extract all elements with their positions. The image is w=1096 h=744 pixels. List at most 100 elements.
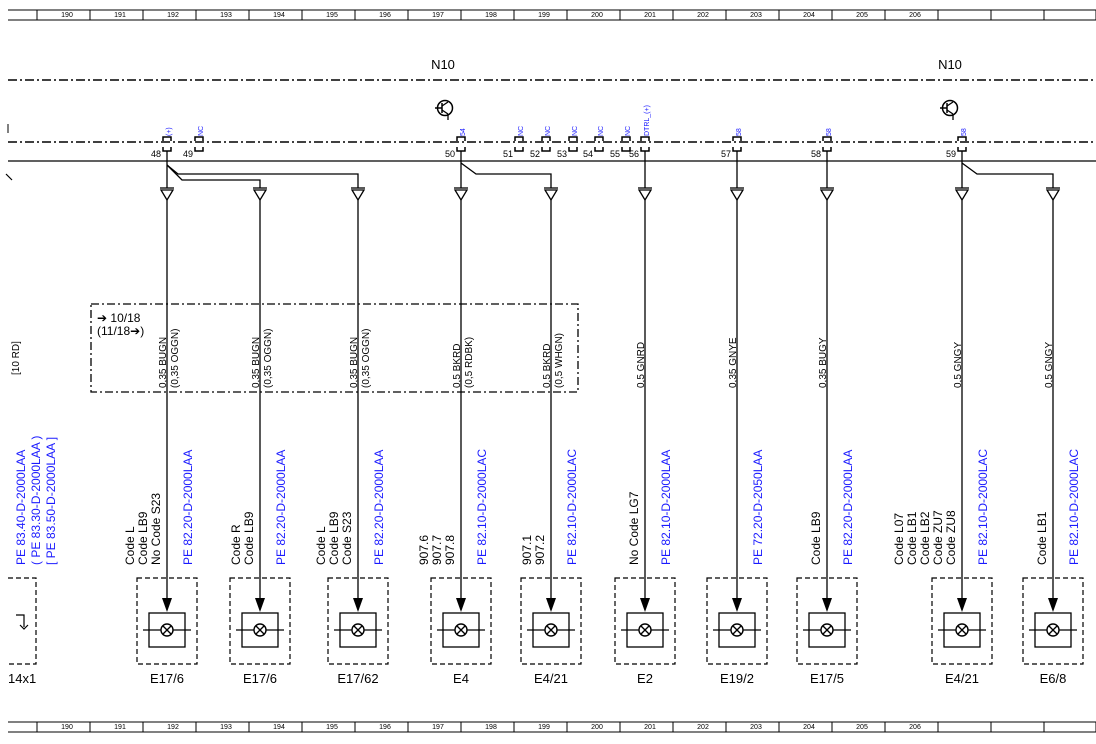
connector-marker <box>252 189 268 202</box>
ruler-number: 205 <box>856 724 868 731</box>
transistor-icon <box>435 99 454 120</box>
ruler-number: 196 <box>379 724 391 731</box>
wire-spec-alt: (0,35 OGGN) <box>361 329 372 388</box>
ref-link: PE 82.20-D-2000LAA <box>181 450 195 565</box>
wire-spec: 0,35 GNYE <box>728 337 739 388</box>
pin-bracket <box>568 136 578 141</box>
code-label: Code ZU8 <box>944 510 958 565</box>
ruler-number: 199 <box>538 724 550 731</box>
pin-bracket <box>732 147 742 152</box>
component-box <box>796 577 858 665</box>
code-label: Code LB9 <box>327 511 341 565</box>
lamp-icon <box>253 623 267 637</box>
connector-marker <box>819 189 835 202</box>
arrowhead <box>1048 598 1058 612</box>
wire-spec: 0,35 BUGN <box>349 337 360 388</box>
left-ref-3: [ PE 83.50-D-2000LAA ] <box>44 437 58 565</box>
connector-marker <box>543 189 559 202</box>
arrowhead <box>456 598 466 612</box>
lamp-icon <box>351 623 365 637</box>
wire-spec-alt: (0,35 OGGN) <box>170 329 181 388</box>
pin-number-56: 56 <box>629 149 639 159</box>
pin-bracket <box>568 147 578 152</box>
pin-number-53: 53 <box>557 149 567 159</box>
ref-link: PE 82.20-D-2000LAA <box>274 450 288 565</box>
connector-marker <box>1045 189 1061 202</box>
connector-marker <box>954 189 970 202</box>
wire-spec-alt: (0,5 RDBK) <box>464 337 475 388</box>
connector-marker <box>159 189 175 202</box>
connector-marker <box>350 189 366 202</box>
component-box <box>614 577 676 665</box>
pin-signal-56: DTRL_(+) <box>644 105 651 136</box>
ruler-number: 202 <box>697 724 709 731</box>
pin-bracket <box>640 147 650 152</box>
code-label: Code LB2 <box>918 511 932 565</box>
ruler-number: 198 <box>485 724 497 731</box>
pin-number-52: 52 <box>530 149 540 159</box>
arrowhead <box>640 598 650 612</box>
left-ref-1: PE 83.40-D-2000LAA <box>14 450 28 565</box>
wire-spec: 0,5 BKRD <box>452 344 463 388</box>
wire-spec: 0,5 GNGY <box>953 342 964 388</box>
pin-bracket <box>162 136 172 141</box>
ruler-number: 204 <box>803 12 815 19</box>
pin-number-51: 51 <box>503 149 513 159</box>
branch-E4/21: 0,5 BKRD(0,5 WHGN)PE 82.10-D-2000LAC907.… <box>520 187 582 686</box>
component-box <box>706 577 768 665</box>
module-outline <box>8 79 1096 162</box>
pin-bracket <box>621 147 631 152</box>
ruler-number: 206 <box>909 12 921 19</box>
code-label: 907.6 <box>417 535 431 565</box>
arrowhead <box>162 598 172 612</box>
ruler-number: 192 <box>167 12 179 19</box>
pin-bracket <box>732 136 742 141</box>
wire-spec: 0,5 GNGY <box>1044 342 1055 388</box>
ruler-number: 194 <box>273 724 285 731</box>
ruler-number: 196 <box>379 12 391 19</box>
ref-link: PE 82.10-D-2000LAC <box>976 449 990 565</box>
ref-link: PE 82.10-D-2000LAC <box>475 449 489 565</box>
lamp-icon <box>638 623 652 637</box>
component-box <box>136 577 198 665</box>
wire-spec-alt: (0,5 WHGN) <box>554 333 565 388</box>
branch-E17/62: 0,35 BUGN(0,35 OGGN) PE 82.20-D-2000LAA Co… <box>314 187 389 686</box>
component-box <box>327 577 389 665</box>
ruler-number: 200 <box>591 724 603 731</box>
code-label: 907.8 <box>443 535 457 565</box>
component-box <box>229 577 291 665</box>
arrowhead <box>822 598 832 612</box>
pin-number-49: 49 <box>183 149 193 159</box>
ruler-number: 190 <box>61 12 73 19</box>
component-label: E17/5 <box>810 671 844 686</box>
component-label: E6/8 <box>1040 671 1067 686</box>
lamp-icon <box>454 623 468 637</box>
component-box <box>520 577 582 665</box>
wire-spec-alt: (0,35 OGGN) <box>263 329 274 388</box>
component-label: E17/6 <box>243 671 277 686</box>
transistor-icon <box>940 99 959 120</box>
connector-marker <box>729 189 745 202</box>
pin-number-57: 57 <box>721 149 731 159</box>
lamp-icon <box>955 623 969 637</box>
wire-spec: 0,5 BKRD <box>542 344 553 388</box>
ruler-number: 203 <box>750 724 762 731</box>
lamp-icon <box>544 623 558 637</box>
pin-number-55: 55 <box>610 149 620 159</box>
code-label: Code L <box>314 526 328 565</box>
ruler-number: 205 <box>856 12 868 19</box>
wire-spec: 0,35 BUGN <box>251 337 262 388</box>
code-label: Code R <box>229 524 243 565</box>
ref-link: PE 82.20-D-2000LAA <box>372 450 386 565</box>
arrowhead <box>546 598 556 612</box>
arrowhead <box>957 598 967 612</box>
revision-box-line2: (11/18➔) <box>97 324 144 338</box>
ruler-number: 202 <box>697 12 709 19</box>
ruler-number: 204 <box>803 724 815 731</box>
pin-signal-52: NC <box>545 126 552 136</box>
